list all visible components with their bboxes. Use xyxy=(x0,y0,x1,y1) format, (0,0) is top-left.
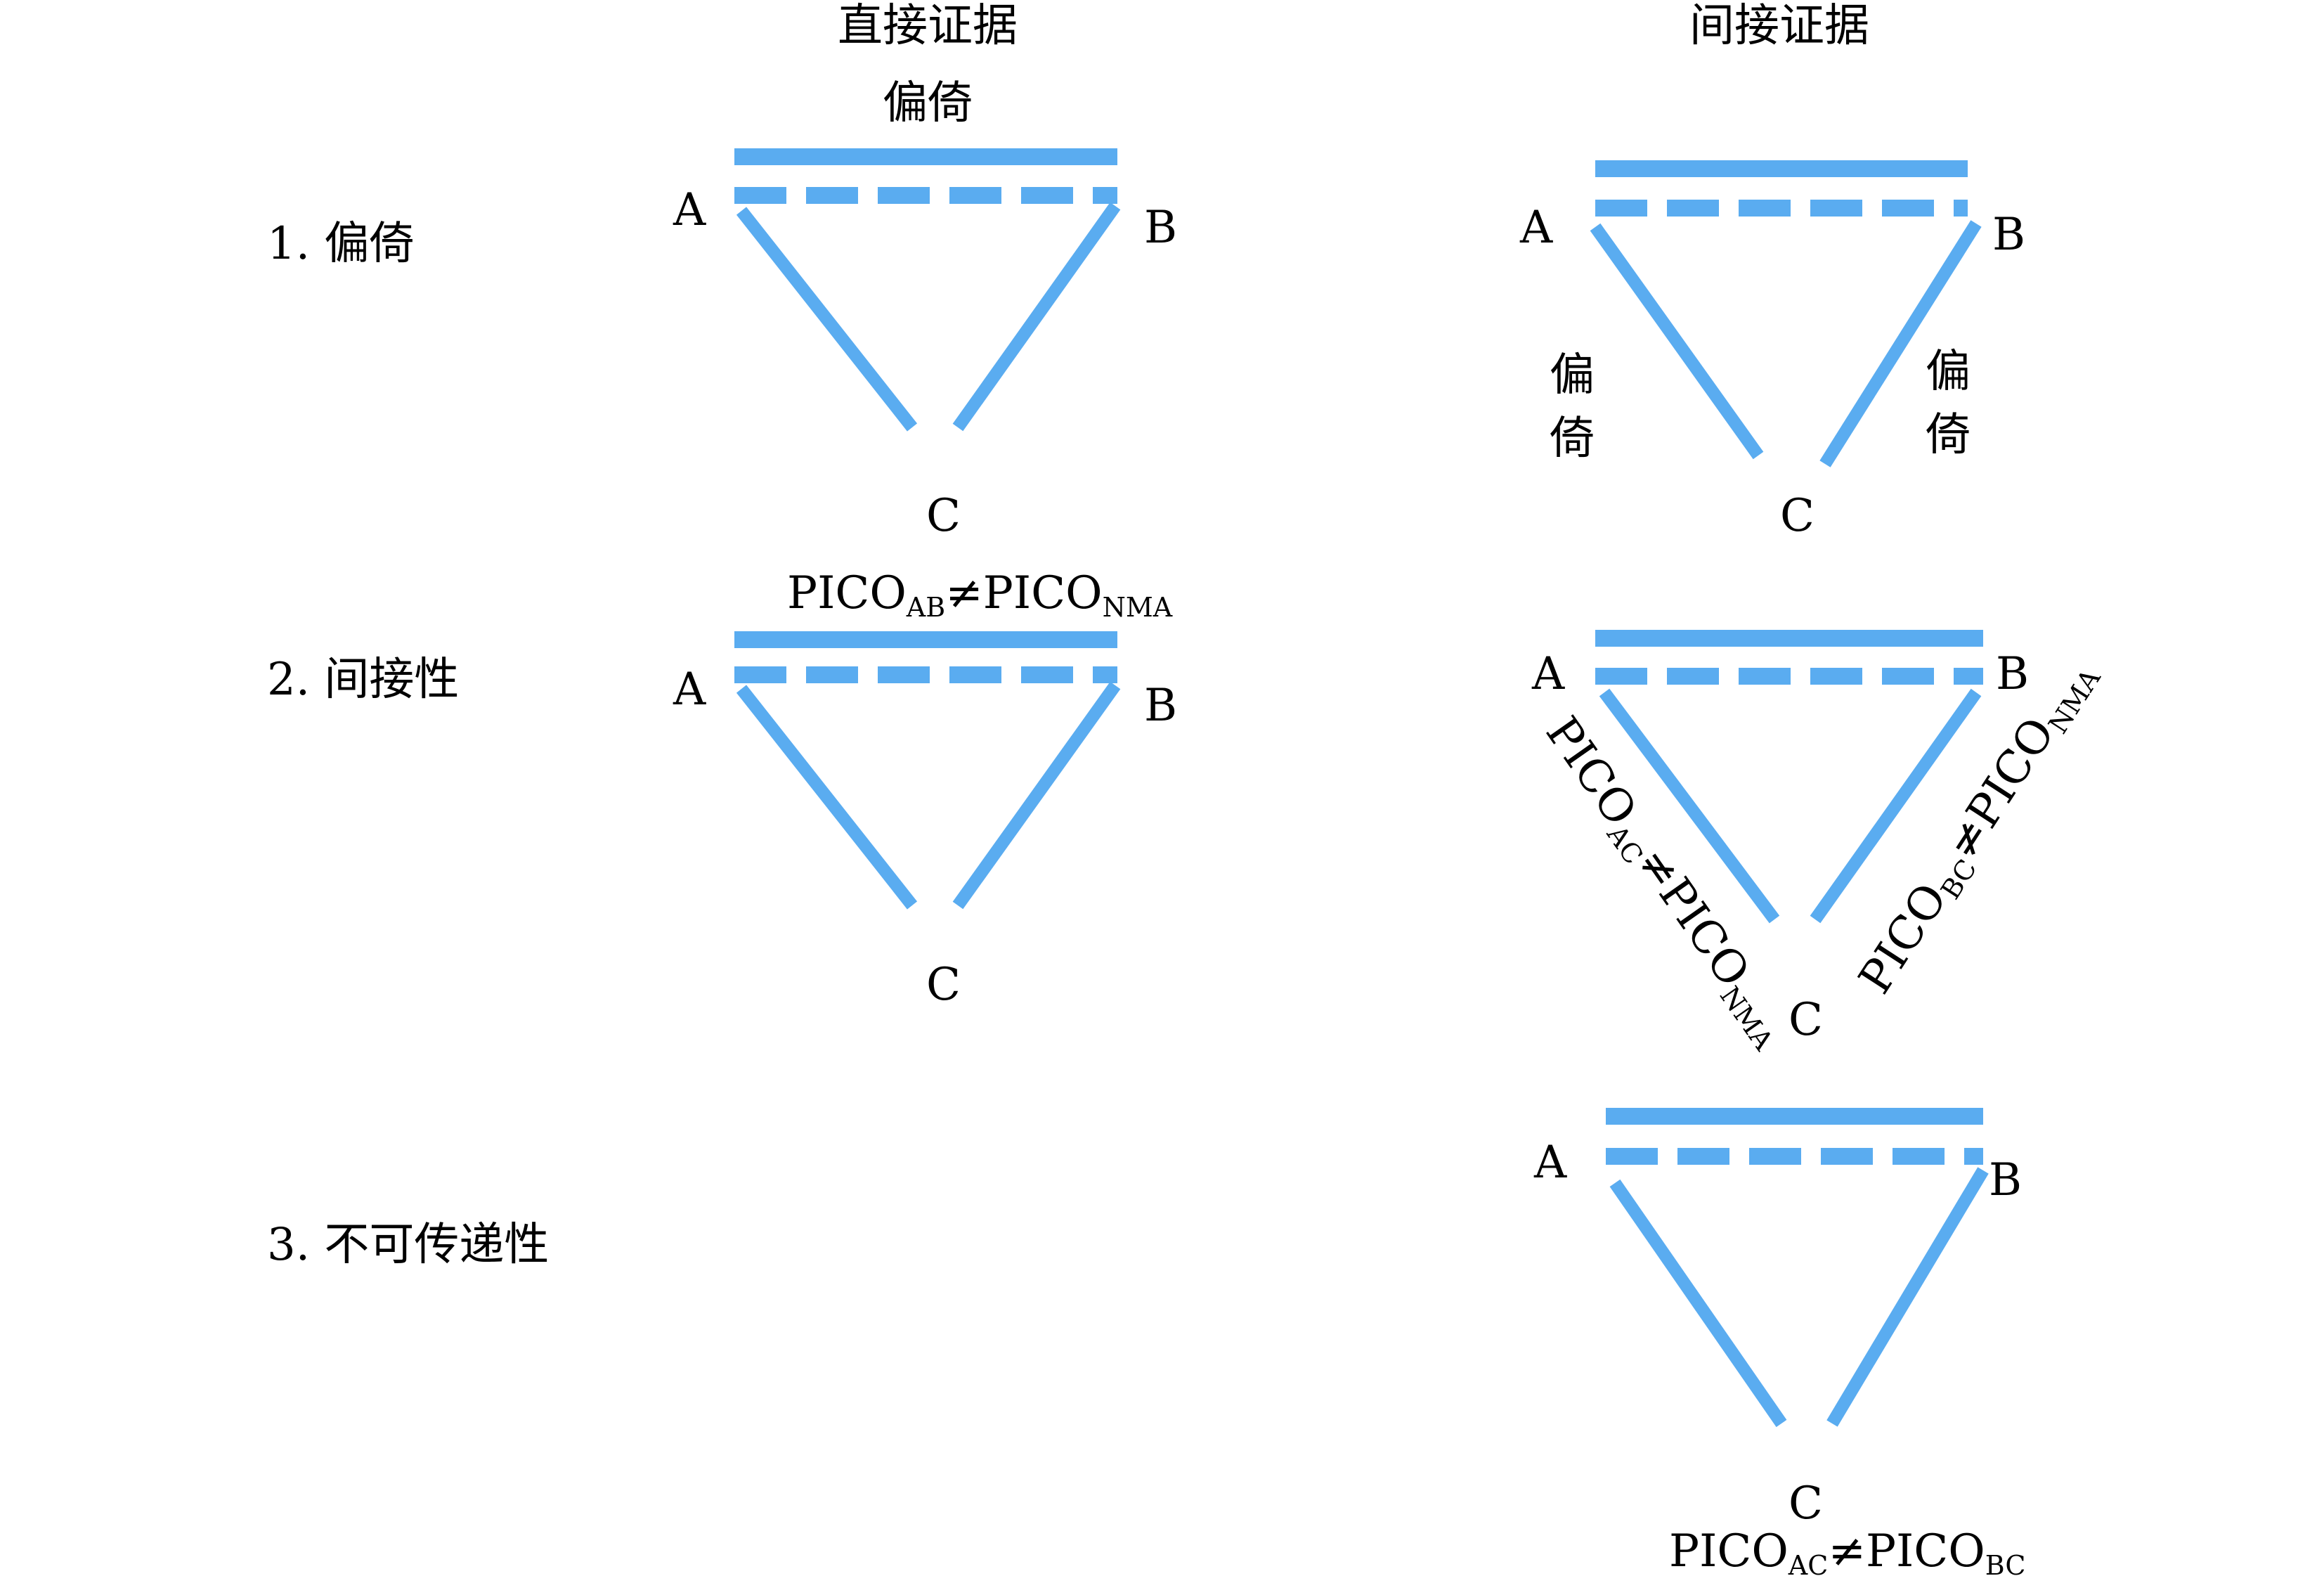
edge-bc xyxy=(952,681,1121,910)
pico-annotation-ac: PICOAC≠PICONMA xyxy=(1533,708,1800,1057)
row-label-bias: 1. 偏倚 xyxy=(267,218,414,270)
pico-subscript: NMA xyxy=(2042,663,2106,739)
pico-subscript: AB xyxy=(906,592,945,623)
header-direct-evidence: 直接证据 xyxy=(838,0,1018,52)
edge-bc xyxy=(1819,220,1982,467)
row-label-intransitivity: 3. 不可传递性 xyxy=(267,1219,549,1271)
pico-text: PICO xyxy=(1648,869,1759,997)
pico-text: PICO xyxy=(1849,874,1958,1003)
pico-subscript: BC xyxy=(1985,1550,2026,1576)
pico-text: PICO xyxy=(1956,709,2065,837)
node-a: A xyxy=(1519,202,1553,254)
pico-annotation-ac-bc: PICOAC≠PICOBC xyxy=(1669,1525,2025,1576)
pico-text: PICO xyxy=(1669,1525,1789,1576)
row-label-indirectness: 2. 间接性 xyxy=(267,654,459,706)
not-equal-sign: ≠ xyxy=(945,567,983,619)
edge-ac xyxy=(736,685,918,910)
pico-text: PICO xyxy=(1866,1525,1985,1576)
triangle-direct-indirectness: A B C PICOAB≠PICONMA xyxy=(673,567,1177,1011)
node-b: B xyxy=(1144,202,1177,254)
not-equal-sign: ≠ xyxy=(1828,1525,1866,1576)
pico-subscript: AC xyxy=(1788,1550,1829,1576)
bias-annotation-ac-char2: 倚 xyxy=(1550,413,1595,465)
header-indirect-evidence: 间接证据 xyxy=(1689,0,1869,52)
node-c: C xyxy=(926,959,961,1011)
triangle-indirect-intransitivity: A B C PICOAC≠PICOBC xyxy=(1533,1108,2025,1576)
node-b: B xyxy=(1996,648,2029,700)
triangle-indirect-bias: A B C 偏 倚 偏 倚 xyxy=(1519,160,2025,542)
bias-annotation-bc-char1: 偏 xyxy=(1926,346,1971,398)
edge-bc xyxy=(952,202,1121,432)
node-c: C xyxy=(1789,994,1823,1046)
node-a: A xyxy=(673,184,706,236)
node-b: B xyxy=(1992,209,2025,261)
pico-annotation-ab: PICOAB≠PICONMA xyxy=(787,567,1173,623)
pico-subscript: NMA xyxy=(1103,592,1173,623)
pico-text: PICO xyxy=(787,567,907,619)
triangle-direct-bias: A B C 偏倚 xyxy=(673,77,1177,542)
edge-bc xyxy=(1810,688,1982,924)
pico-subscript: NMA xyxy=(1714,981,1779,1056)
bias-annotation-bc-char2: 倚 xyxy=(1926,409,1971,461)
edge-ac xyxy=(736,207,918,432)
node-b: B xyxy=(1144,680,1177,732)
node-c: C xyxy=(1789,1478,1823,1530)
edge-bc xyxy=(1826,1167,1989,1427)
bias-annotation-ac-char1: 偏 xyxy=(1550,349,1595,401)
edge-ac xyxy=(1590,223,1764,460)
triangle-indirect-indirectness: A B C PICOAC≠PICONMA PICOBC≠PICONMA xyxy=(1531,630,2107,1057)
edge-ac xyxy=(1599,688,1780,924)
bias-annotation-ab: 偏倚 xyxy=(883,77,973,129)
node-a: A xyxy=(1531,648,1565,700)
node-c: C xyxy=(1780,490,1815,542)
edge-ac xyxy=(1609,1179,1787,1428)
pico-text: PICO xyxy=(983,567,1103,619)
node-a: A xyxy=(673,664,706,716)
node-a: A xyxy=(1533,1137,1567,1189)
node-b: B xyxy=(1989,1154,2022,1206)
node-c: C xyxy=(926,490,961,542)
